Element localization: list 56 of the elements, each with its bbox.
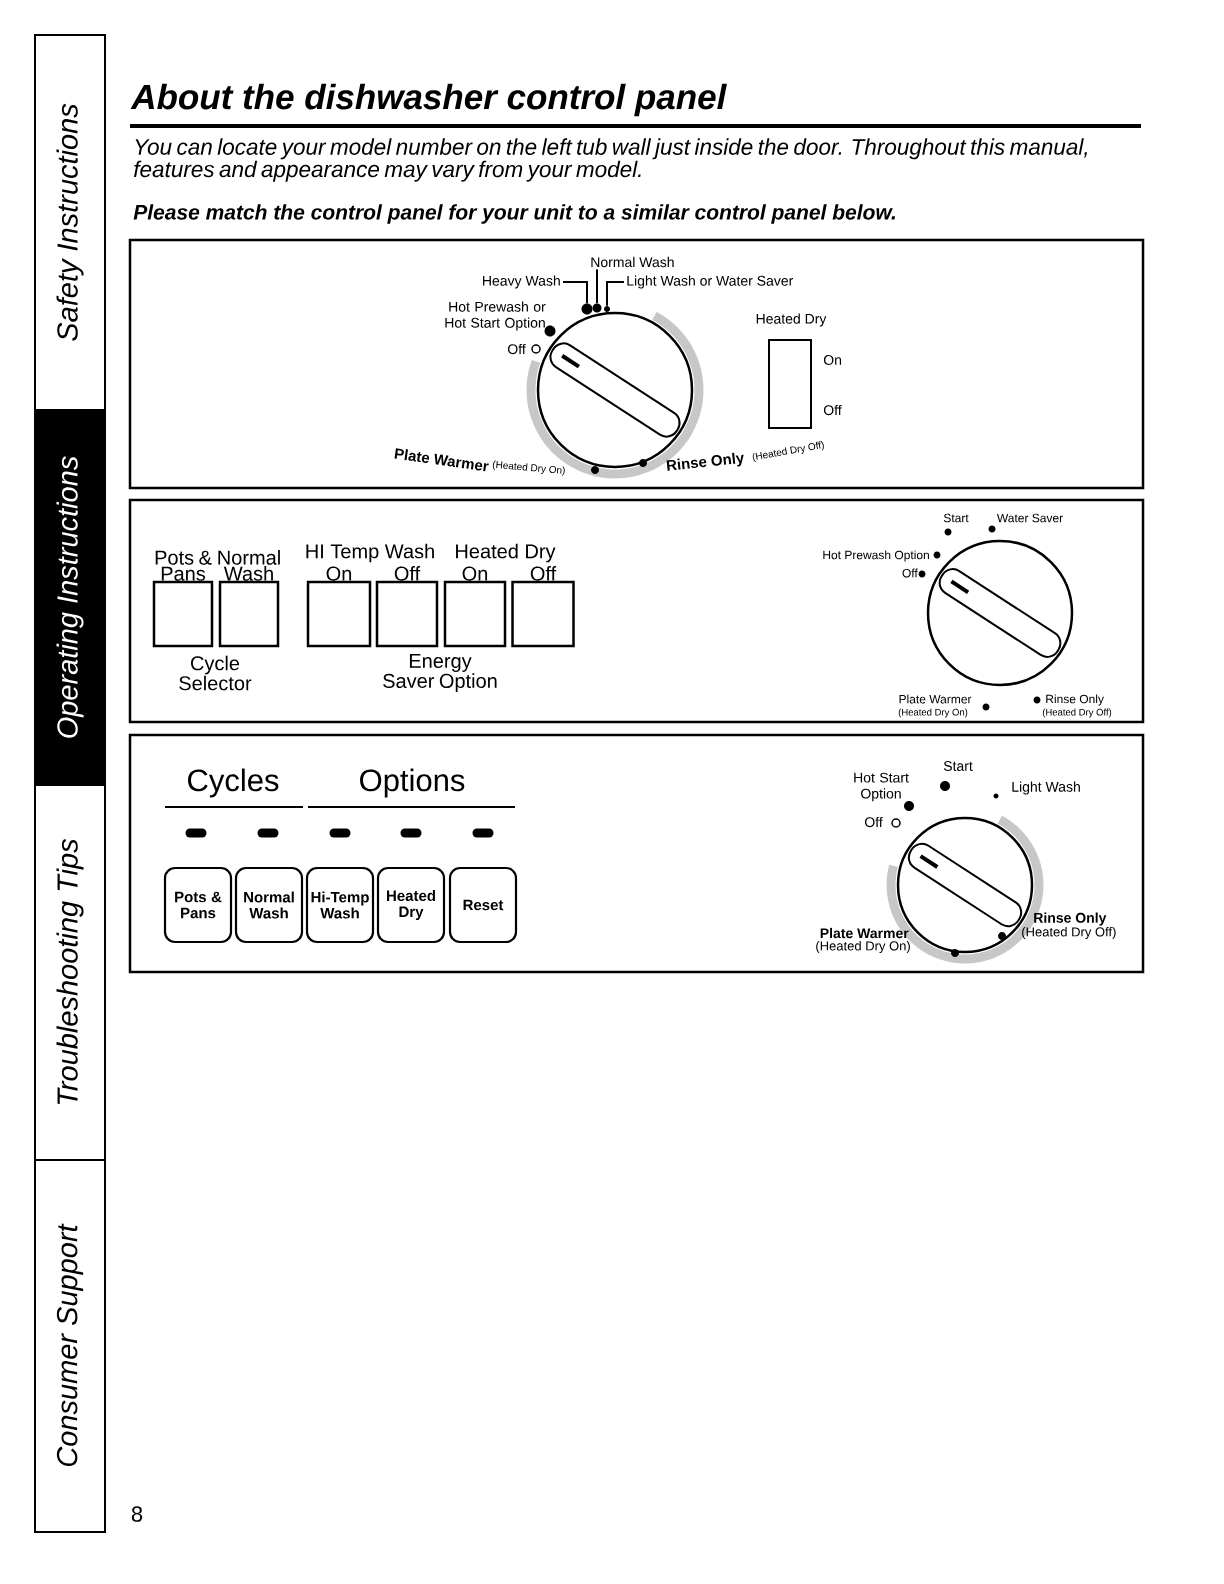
group-label: HI Temp Wash xyxy=(306,543,434,563)
setting-label: Light Wash xyxy=(1012,781,1080,795)
setting-label: Off xyxy=(902,568,918,578)
push-button: Heated Dry xyxy=(376,866,446,944)
push-button: Normal Wash xyxy=(234,866,304,944)
setting-label: Water Saver xyxy=(996,513,1063,523)
setting-label: Rinse Only xyxy=(1034,912,1107,926)
page-title: About the dishwasher control panel xyxy=(130,83,727,117)
setting-note: (Heated Dry Off) xyxy=(1042,708,1112,718)
intro-paragraph: You can locate your model number on the left tub wall just inside the door. Throughout this manual, features and appearance may vary from your model. xyxy=(134,138,1087,182)
setting-label: Plate Warmer xyxy=(394,448,489,472)
button-label: Off xyxy=(394,566,421,581)
group-label: Cycle Selector xyxy=(179,655,252,691)
setting-label: Heavy Wash xyxy=(483,275,560,289)
setting-label: Rinse Only xyxy=(666,452,744,471)
section-tab: Safety Instructions xyxy=(34,34,106,411)
page-number: 8 xyxy=(131,1506,143,1522)
setting-label: Off xyxy=(865,816,883,828)
group-label: Heated Dry xyxy=(456,543,556,563)
setting-label: Off xyxy=(508,343,526,355)
setting-label: Plate Warmer xyxy=(899,694,972,704)
button-label: Pots & Pans xyxy=(155,550,212,581)
setting-label: Hot Prewash or Hot Start Option xyxy=(445,301,546,331)
push-button: Reset xyxy=(448,866,518,944)
button-label: Off xyxy=(530,566,557,581)
setting-note: (Heated Dry Off) xyxy=(752,441,824,463)
leader-line xyxy=(606,281,625,307)
group-label: Energy Saver Option xyxy=(383,654,497,692)
setting-label: Rinse Only xyxy=(1046,694,1104,706)
switch-position-label: On xyxy=(823,355,842,365)
setting-label: Hot Prewash Option xyxy=(823,550,929,562)
setting-label: Normal Wash xyxy=(591,256,674,268)
leader-line xyxy=(596,268,598,305)
button-label: Normal Wash xyxy=(218,550,280,581)
setting-label: Hot Start Option xyxy=(854,772,909,802)
setting-label: Plate Warmer xyxy=(820,927,909,939)
setting-label: Start xyxy=(943,513,969,523)
section-tab: Operating Instructions xyxy=(34,409,106,786)
button-label: On xyxy=(462,566,488,581)
switch-label: Heated Dry xyxy=(756,313,827,327)
setting-label: Light Wash or Water Saver xyxy=(627,275,794,289)
leader-line xyxy=(562,281,588,305)
section-heading: Options xyxy=(360,768,465,798)
instruction-text: Please match the control panel for your unit to a similar control panel below. xyxy=(133,204,896,224)
section-heading: Cycles xyxy=(188,768,279,798)
switch-position-label: Off xyxy=(823,404,842,416)
setting-note: (Heated Dry Off) xyxy=(1022,926,1116,940)
setting-note: (Heated Dry On) xyxy=(816,940,910,954)
section-tab: Troubleshooting Tips xyxy=(34,784,106,1161)
setting-note: (Heated Dry On) xyxy=(492,460,565,476)
setting-note: (Heated Dry On) xyxy=(898,708,968,718)
section-tab: Consumer Support xyxy=(34,1159,106,1533)
push-button: Hi-Temp Wash xyxy=(305,866,375,944)
push-button: Pots & Pans xyxy=(163,866,233,944)
button-label: On xyxy=(326,566,352,581)
setting-label: Start xyxy=(943,761,973,771)
